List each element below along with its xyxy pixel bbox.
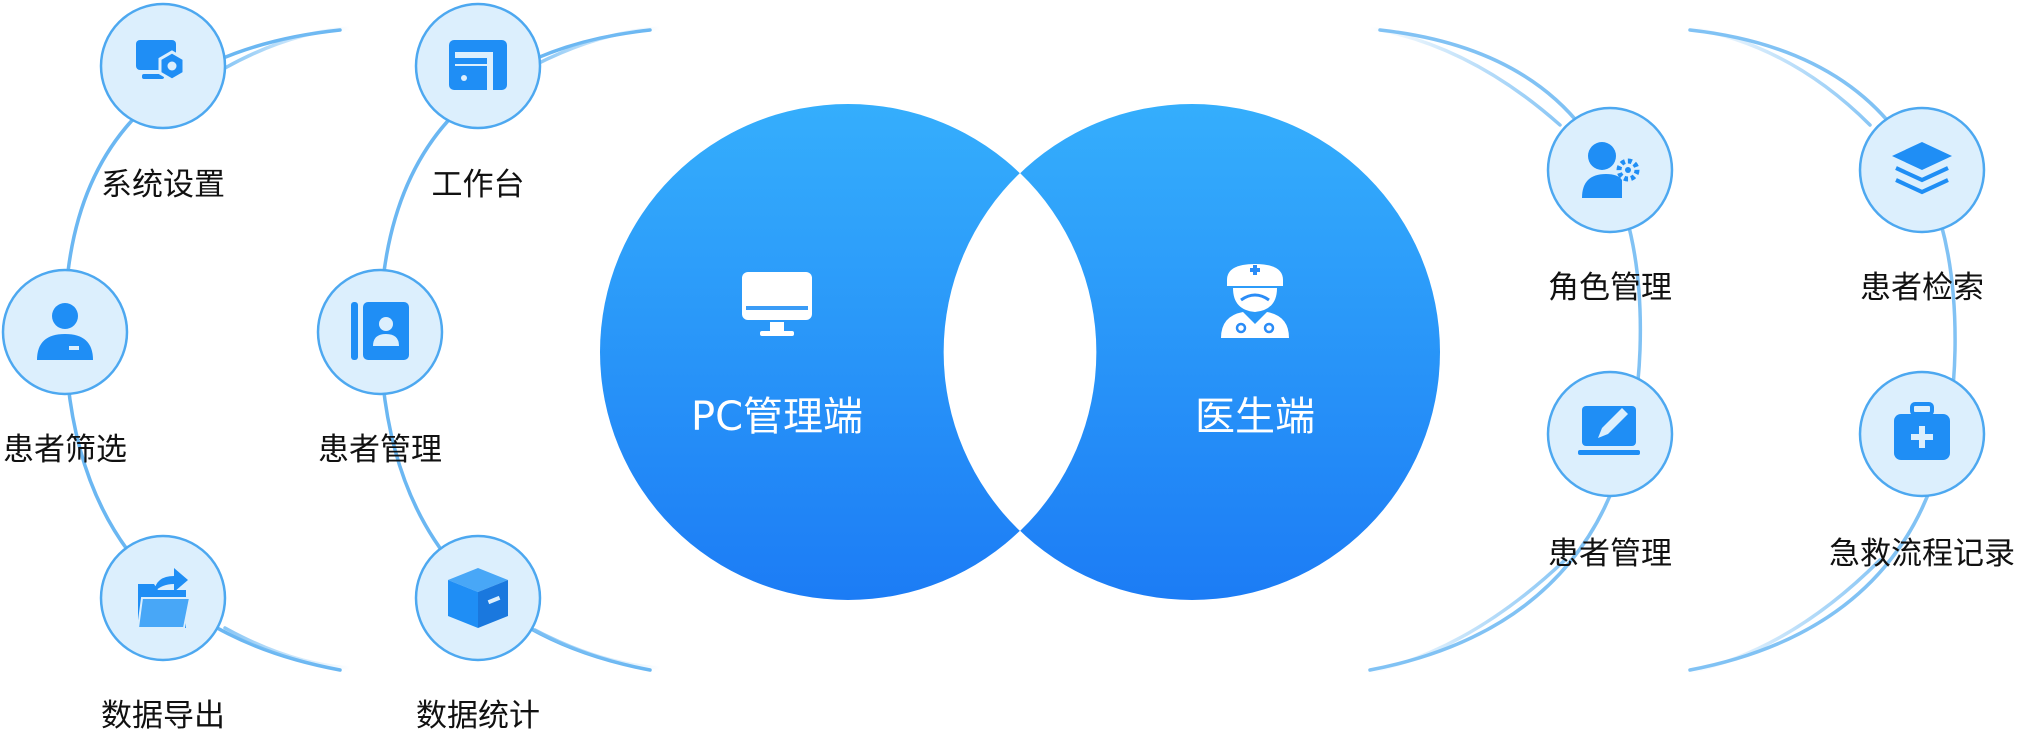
role-management-icon [1582, 142, 1640, 198]
patient-search-icon [1892, 142, 1952, 195]
node-label: 患者管理 [318, 432, 442, 468]
monitor-icon [742, 272, 812, 336]
arc-right-outer-fade-bottom [1688, 558, 1882, 674]
node-patient-management[interactable]: 患者管理 [316, 268, 444, 468]
pc-core-circle [600, 104, 1096, 600]
arc-right-inner [1368, 28, 1643, 672]
pc-core-label: PC管理端 [691, 394, 863, 440]
system-settings-icon [136, 40, 186, 82]
node-doctor-patient-management[interactable]: 患者管理 [1546, 370, 1674, 572]
patient-filter-icon [37, 303, 93, 360]
arc-left-outer-fade-bottom [223, 626, 352, 670]
node-label: 患者筛选 [3, 432, 127, 468]
node-label: 系统设置 [101, 167, 225, 203]
doctor-core-circle [944, 104, 1440, 600]
node-data-statistics[interactable]: 数据统计 [414, 534, 542, 734]
node-label: 患者管理 [1548, 536, 1672, 572]
workbench-icon [449, 40, 507, 90]
node-label: 患者检索 [1860, 270, 1984, 306]
node-emergency-record[interactable]: 急救流程记录 [1829, 370, 2015, 572]
node-system-settings[interactable]: 系统设置 [99, 2, 227, 203]
node-patient-search[interactable]: 患者检索 [1858, 106, 1986, 306]
arc-right-outer-fade-top [1688, 26, 1872, 127]
node-role-management[interactable]: 角色管理 [1546, 106, 1674, 306]
arc-right-inner-fade-top [1368, 26, 1562, 127]
first-aid-kit-icon [1894, 402, 1950, 460]
node-label: 角色管理 [1548, 270, 1672, 306]
arc-right-inner-fade-bottom [1368, 558, 1567, 674]
arc-left-inner-fade-bottom [533, 628, 662, 670]
patient-records-icon [351, 302, 409, 360]
patient-edit-icon [1578, 406, 1640, 455]
doctor-icon [1221, 264, 1289, 338]
statistics-box-icon [448, 568, 508, 628]
data-export-icon [136, 568, 192, 629]
node-label: 数据导出 [101, 698, 225, 734]
node-label: 工作台 [432, 167, 525, 203]
node-data-export[interactable]: 数据导出 [99, 534, 227, 734]
node-label: 急救流程记录 [1829, 536, 2015, 572]
arc-right-outer [1688, 28, 1957, 672]
doctor-core-label: 医生端 [1195, 394, 1315, 440]
arc-left-inner-fade-top [533, 26, 662, 67]
node-label: 数据统计 [416, 698, 540, 734]
overlap-lens [943, 173, 1097, 531]
arc-left-outer-fade-top [223, 26, 352, 70]
node-workbench[interactable]: 工作台 [414, 2, 542, 203]
core-circles: PC管理端 医生端 [600, 104, 1440, 600]
node-patient-filter[interactable]: 患者筛选 [1, 268, 129, 468]
